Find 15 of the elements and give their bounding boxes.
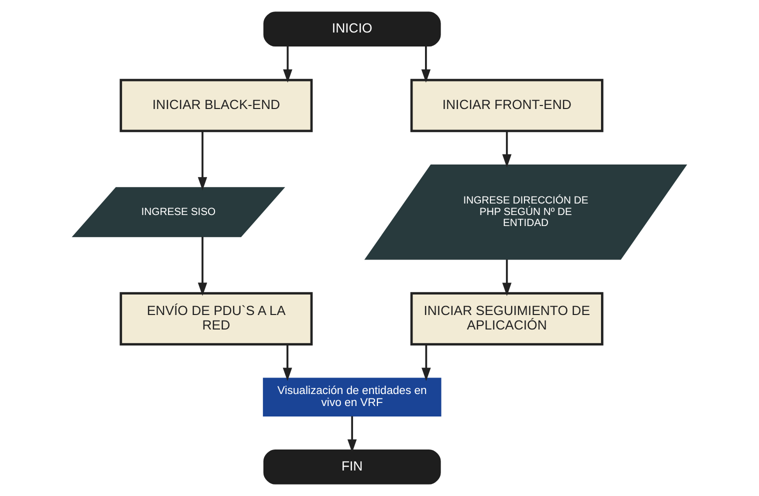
- node-box: ENVÍO DE PDU`S A LA RED: [120, 292, 313, 346]
- arrow: [282, 344, 292, 381]
- node-box: FIN: [263, 450, 441, 484]
- node-box: INICIAR BLACK-END: [120, 78, 313, 132]
- arrow: [283, 46, 292, 83]
- node-box: INICIAR FRONT-END: [410, 78, 604, 132]
- arrow: [422, 344, 431, 381]
- node-box: Visualización de entidades en vivo en VRF: [262, 378, 442, 416]
- arrow: [198, 236, 208, 296]
- arrow: [198, 131, 208, 190]
- node-box: INICIAR SEGUIMIENTO DE APLICACIÓN: [410, 292, 604, 346]
- arrow: [502, 131, 512, 168]
- arrow: [421, 46, 431, 83]
- node-box: INICIO: [263, 12, 441, 46]
- arrow: [502, 260, 512, 296]
